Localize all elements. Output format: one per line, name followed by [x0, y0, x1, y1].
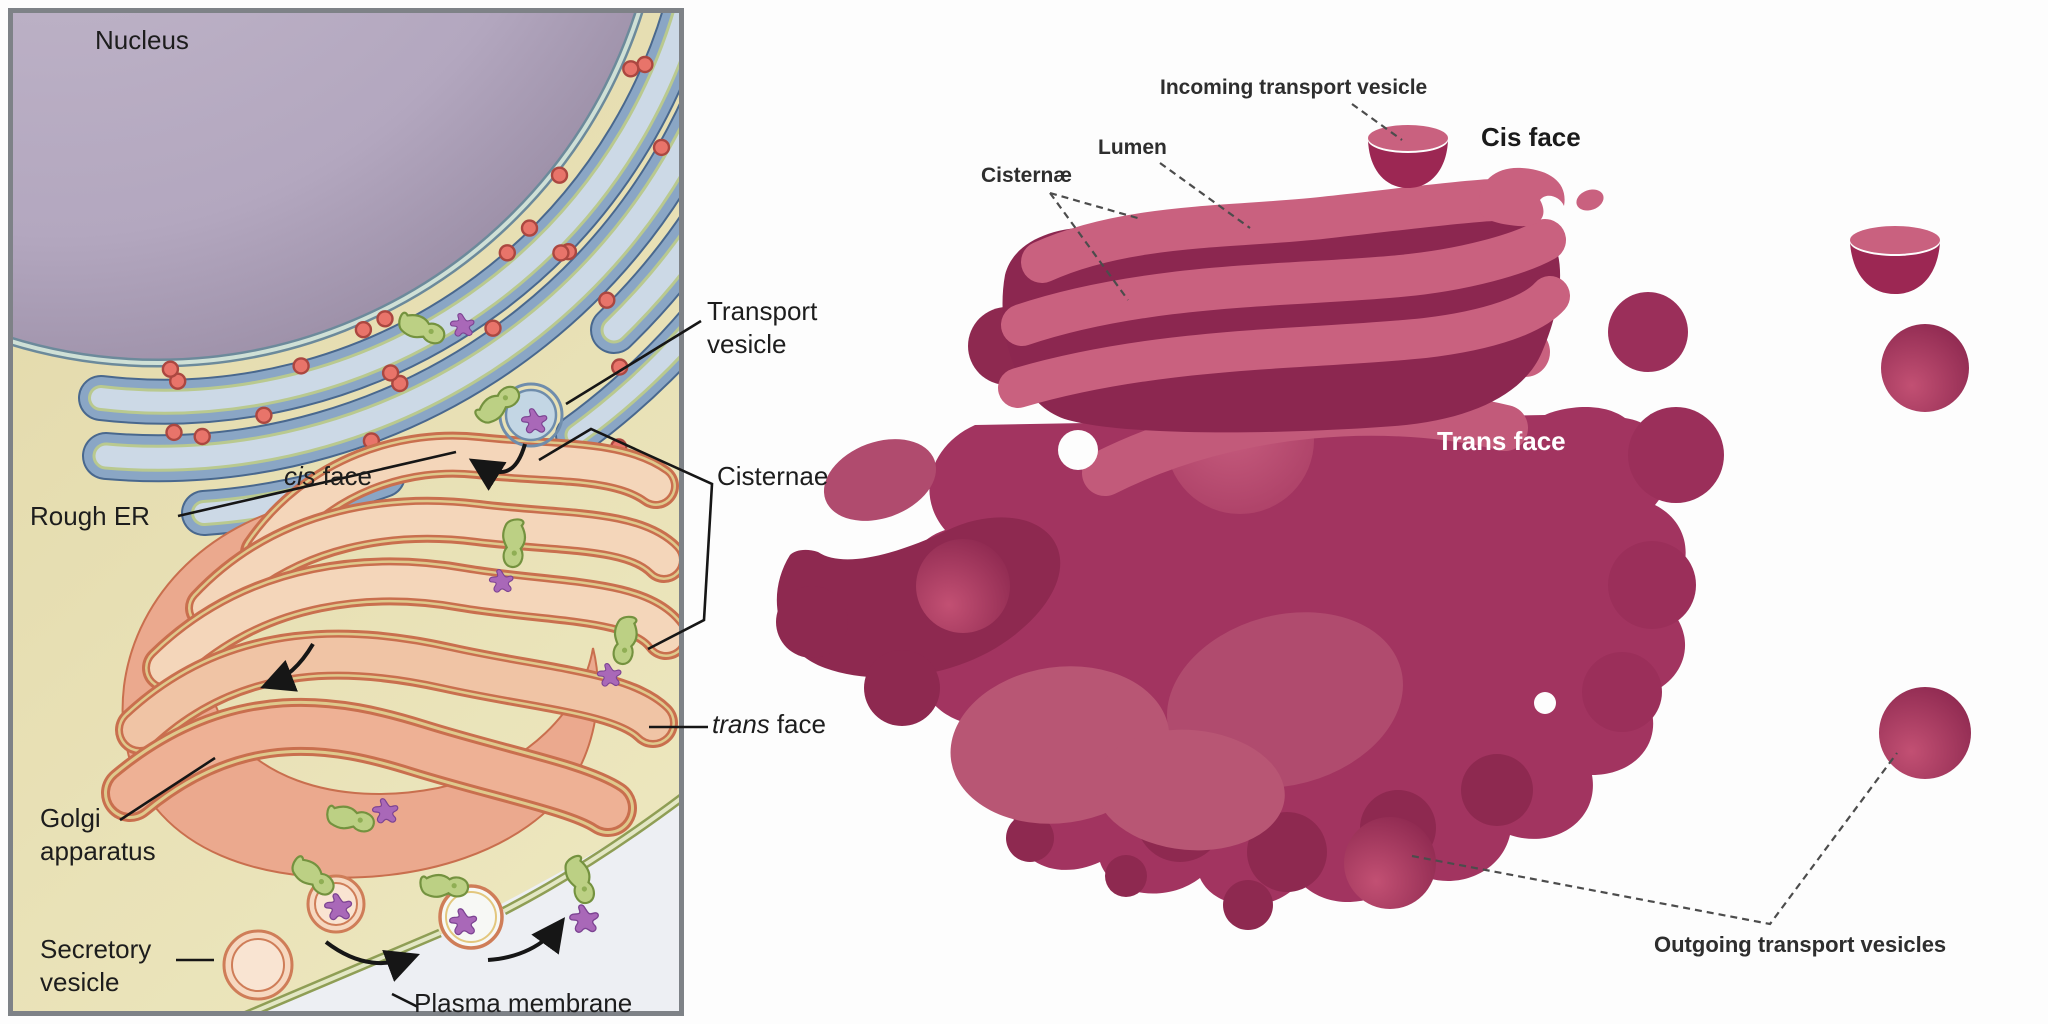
label-trans-face-3d: Trans face — [1437, 426, 1566, 456]
leader-lines-cross — [538, 319, 714, 729]
label-plasma-membrane: Plasma membrane — [414, 988, 633, 1018]
ribosomes — [161, 55, 671, 456]
leader-lines-right — [1049, 103, 1898, 926]
arrow-exocytosis — [487, 917, 566, 962]
label-transport-vesicle: Transport vesicle — [707, 296, 818, 359]
ribosome — [652, 138, 671, 157]
arrow-er-to-golgi — [468, 443, 527, 491]
ribosome — [520, 219, 539, 237]
plasma-membrane — [242, 792, 684, 1016]
golgi3d-cis-stack — [998, 167, 1604, 433]
ribosome — [391, 374, 409, 393]
ribosome — [598, 291, 616, 309]
nucleus-body — [8, 8, 638, 361]
vesicle-left — [916, 539, 1010, 633]
cisterna — [101, 697, 637, 837]
ribosome — [484, 319, 502, 337]
label-nucleus: Nucleus — [95, 25, 189, 55]
panel-border — [8, 8, 684, 1016]
ribosome — [165, 423, 183, 442]
ribosome — [552, 244, 570, 262]
label-golgi-apparatus: Golgi apparatus — [40, 803, 156, 866]
arrow-golgi-budding — [260, 642, 315, 692]
secretory-vesicle — [222, 929, 294, 1001]
cisterna — [185, 496, 684, 631]
ribosome — [255, 406, 273, 424]
ribosome — [622, 60, 640, 78]
ribosome — [161, 360, 180, 378]
ribosome — [292, 357, 310, 375]
ribosome — [354, 321, 373, 339]
cisterna — [142, 557, 684, 692]
leader-lines-left — [119, 450, 457, 1009]
golgi3d-right-lumps — [1582, 292, 1724, 732]
ribosome — [381, 364, 400, 382]
arrow-to-membrane — [324, 940, 420, 982]
vesicle-right-upper — [1881, 324, 1969, 412]
label-secretory-vesicle: Secretory vesicle — [40, 934, 152, 997]
extracellular-space — [244, 794, 684, 1016]
incoming-transport-vesicle — [1368, 125, 1448, 188]
hole — [1058, 430, 1098, 470]
ribosome — [550, 166, 569, 184]
label-cis-face-3d: Cis face — [1481, 122, 1581, 152]
hole — [1534, 692, 1556, 714]
label-outgoing-transport-vesicles: Outgoing transport vesicles — [1654, 932, 1947, 957]
cup-vesicle-right — [1850, 226, 1940, 294]
golgi-cisternae — [101, 431, 684, 837]
label-incoming-transport-vesicle: Incoming transport vesicle — [1160, 76, 1428, 99]
label-lumen: Lumen — [1098, 136, 1167, 159]
outgoing-vesicle-right — [1879, 687, 1971, 779]
ribosome — [376, 310, 394, 328]
budding-vesicle — [286, 851, 366, 934]
ribosome — [193, 427, 211, 446]
label-cisternae-left: Cisternae — [717, 461, 829, 491]
label-cisternae-3d: Cisternæ — [981, 164, 1073, 187]
outgoing-vesicle-bottom — [1344, 817, 1436, 909]
flow-arrows — [260, 443, 566, 982]
label-rough-er: Rough ER — [30, 501, 150, 531]
ribosome — [498, 244, 516, 262]
transport-vesicle — [471, 381, 564, 448]
cisterna — [115, 629, 678, 755]
cis-face-bump — [1478, 167, 1565, 227]
fusing-vesicle — [418, 872, 504, 950]
cisterna — [240, 431, 679, 576]
left-panel-illustration — [8, 8, 684, 1016]
